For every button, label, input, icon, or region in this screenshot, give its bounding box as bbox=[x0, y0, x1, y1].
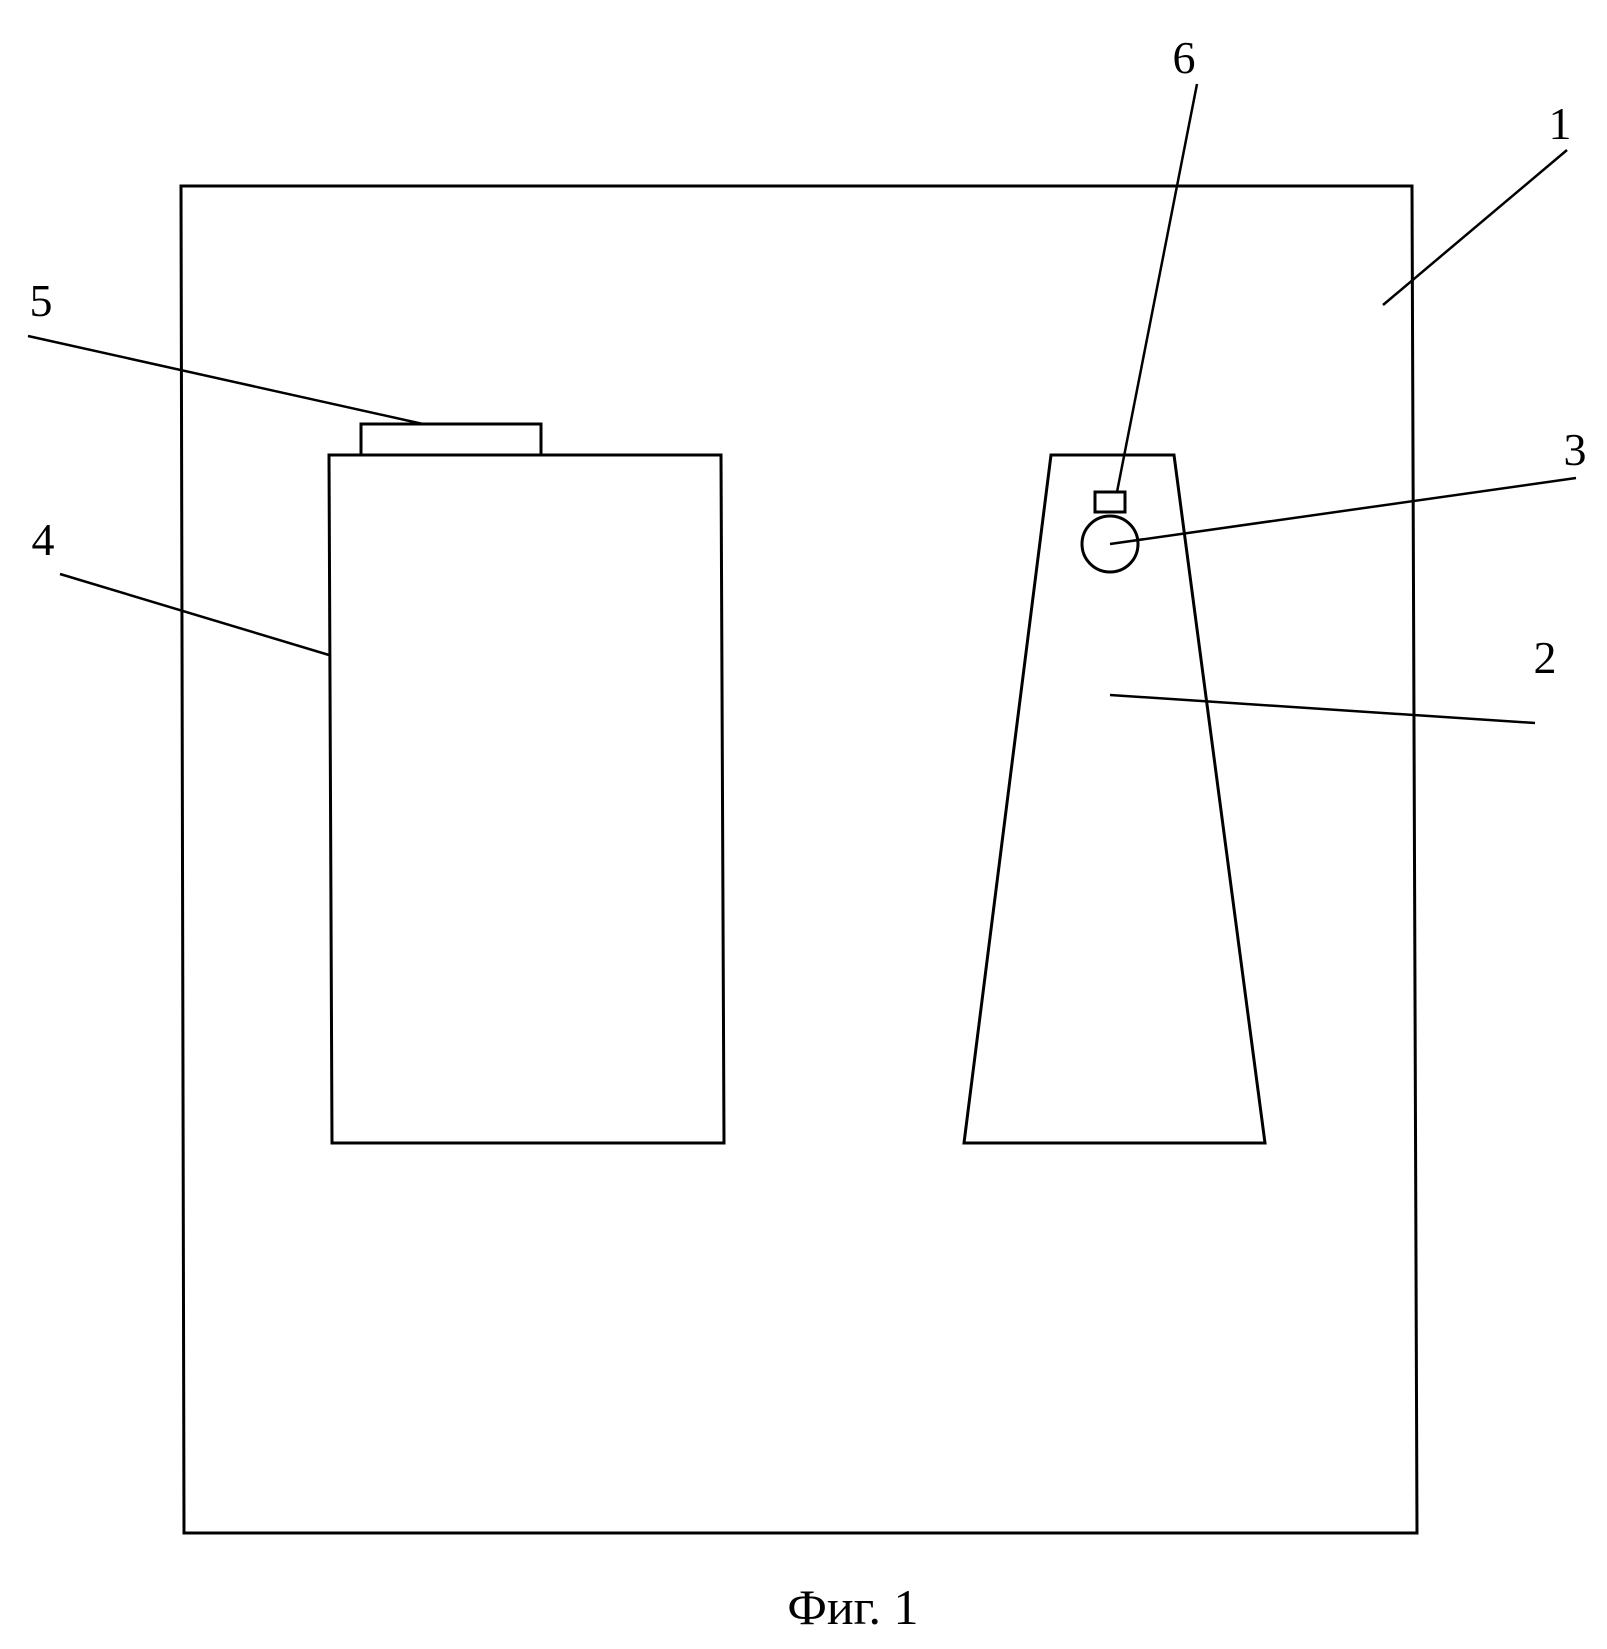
ref-label-1: 1 bbox=[1549, 98, 1572, 149]
figure-caption: Фиг. 1 bbox=[787, 1579, 918, 1635]
ref-label-5: 5 bbox=[30, 275, 53, 326]
leader-line-4 bbox=[60, 574, 329, 655]
leader-line-1 bbox=[1383, 150, 1567, 305]
small-stem-outline bbox=[1095, 492, 1125, 512]
housing-outline bbox=[181, 186, 1417, 1533]
trapezoid-block-outline bbox=[964, 455, 1265, 1143]
ref-label-6: 6 bbox=[1173, 32, 1196, 83]
rectangular-block-outline bbox=[329, 455, 724, 1143]
ref-label-3: 3 bbox=[1564, 424, 1587, 475]
ref-label-4: 4 bbox=[32, 514, 55, 565]
leader-line-2 bbox=[1110, 695, 1535, 723]
ref-label-2: 2 bbox=[1534, 632, 1557, 683]
leader-line-6 bbox=[1117, 84, 1197, 492]
leader-line-5 bbox=[28, 336, 423, 424]
top-cap-outline bbox=[361, 424, 541, 455]
